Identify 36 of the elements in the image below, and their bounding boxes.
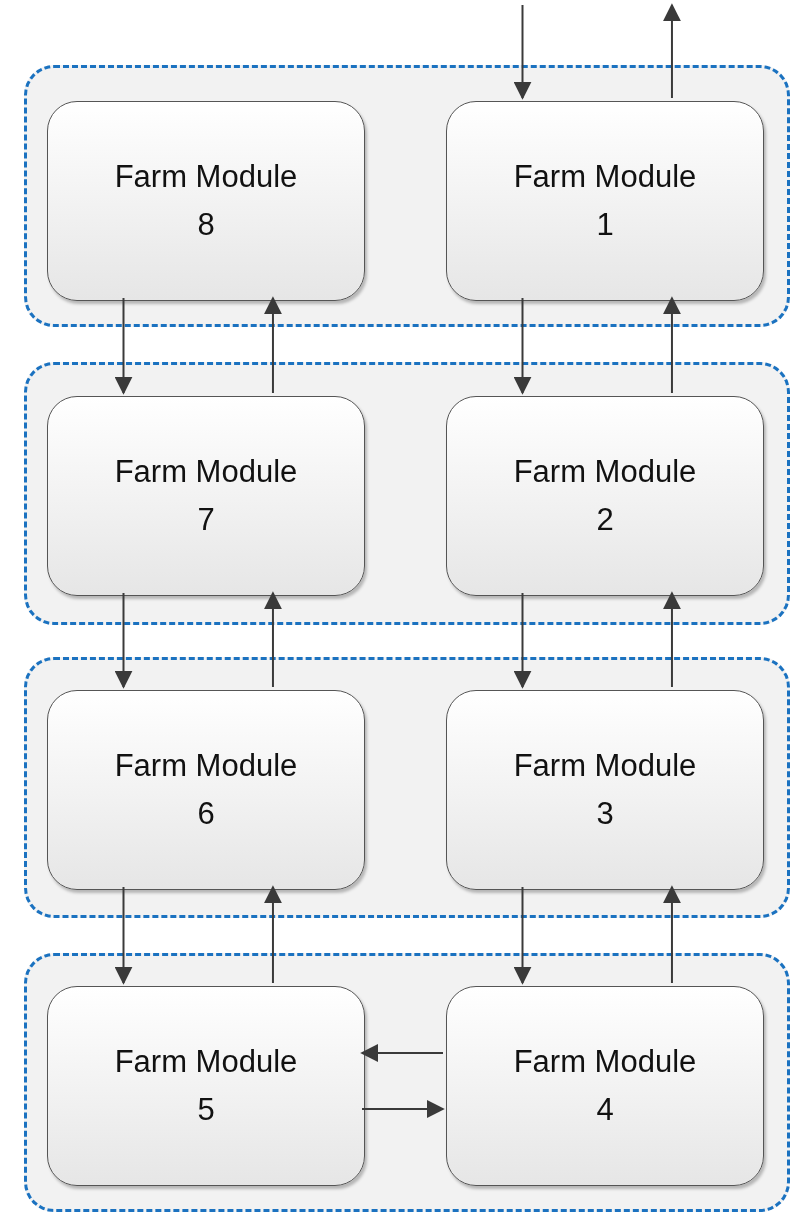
module-box <box>47 396 365 596</box>
module-label: Farm Module 2 <box>512 453 698 539</box>
arrow <box>263 296 282 394</box>
module-box <box>446 101 764 301</box>
module-box <box>446 690 764 890</box>
arrow <box>114 886 133 985</box>
module-label: Farm Module 6 <box>113 747 299 833</box>
arrow <box>513 297 532 395</box>
arrow <box>662 591 681 688</box>
arrow <box>263 591 282 688</box>
arrow <box>513 592 532 689</box>
module-label: Farm Module 8 <box>113 158 299 244</box>
arrow <box>662 3 681 99</box>
arrow <box>114 592 133 689</box>
dashed-group-box <box>24 65 790 327</box>
module-label: Farm Module 5 <box>113 1043 299 1129</box>
arrow <box>263 885 282 984</box>
arrow <box>513 4 532 100</box>
dashed-group-box <box>24 657 790 918</box>
module-box <box>446 986 764 1186</box>
module-box <box>47 690 365 890</box>
dashed-group-box <box>24 953 790 1212</box>
arrow <box>662 885 681 984</box>
module-label: Farm Module 4 <box>512 1043 698 1129</box>
module-label: Farm Module 3 <box>512 747 698 833</box>
arrow <box>114 297 133 395</box>
module-label: Farm Module 7 <box>113 453 299 539</box>
module-box <box>446 396 764 596</box>
arrow <box>360 1044 444 1062</box>
module-box <box>47 986 365 1186</box>
module-label: Farm Module 1 <box>512 158 698 244</box>
arrow <box>361 1100 445 1118</box>
module-box <box>47 101 365 301</box>
dashed-group-box <box>24 362 790 625</box>
arrow <box>513 886 532 985</box>
arrow <box>662 296 681 394</box>
